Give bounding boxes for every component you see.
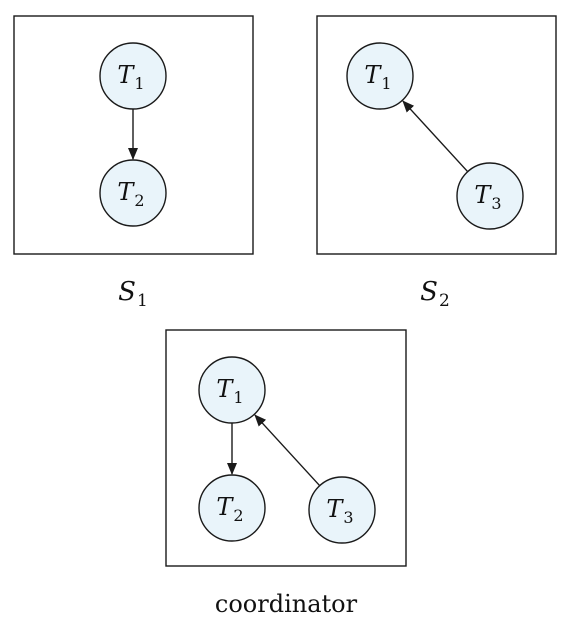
node-circle <box>198 356 266 424</box>
node-label: T1 <box>216 375 243 407</box>
node-label-sub: 3 <box>491 194 501 213</box>
panel-caption-sub: 1 <box>137 291 148 311</box>
node-label-main: T <box>117 178 135 206</box>
node-label-sub: 3 <box>343 508 353 527</box>
node-circle <box>308 476 376 544</box>
panel-caption: S2 <box>420 277 450 311</box>
node-label: T1 <box>364 61 391 93</box>
node-label: T3 <box>474 181 501 213</box>
node-circle <box>99 159 167 227</box>
node-t2: T2 <box>198 474 266 542</box>
panel-caption-sub: 2 <box>439 291 450 311</box>
node-t1: T1 <box>99 42 167 110</box>
edge-t3-to-t1 <box>402 100 469 173</box>
edge-t3-to-t1 <box>254 414 321 487</box>
node-t1: T1 <box>346 42 414 110</box>
node-label-sub: 1 <box>381 74 391 93</box>
node-label-sub: 2 <box>134 191 144 210</box>
node-label: T1 <box>117 61 144 93</box>
node-t2: T2 <box>99 159 167 227</box>
node-label-main: T <box>474 181 492 209</box>
node-t3: T3 <box>308 476 376 544</box>
node-label-main: T <box>117 61 135 89</box>
node-label: T2 <box>117 178 144 210</box>
node-t3: T3 <box>456 162 524 230</box>
node-circle <box>346 42 414 110</box>
node-label-sub: 1 <box>134 74 144 93</box>
node-circle <box>99 42 167 110</box>
node-label-main: T <box>326 495 344 523</box>
panel-frame <box>316 15 557 255</box>
node-label-main: T <box>216 375 234 403</box>
panel-caption: S1 <box>118 277 148 311</box>
node-label-main: T <box>364 61 382 89</box>
node-circle <box>456 162 524 230</box>
panel-caption: coordinator <box>215 590 358 618</box>
node-label-main: T <box>216 493 234 521</box>
node-circle <box>198 474 266 542</box>
node-label-sub: 1 <box>233 388 243 407</box>
node-label: T2 <box>216 493 243 525</box>
node-label-sub: 2 <box>233 506 243 525</box>
node-t1: T1 <box>198 356 266 424</box>
panel-caption-main: S <box>420 277 438 307</box>
panel-caption-main: S <box>118 277 136 307</box>
node-label: T3 <box>326 495 353 527</box>
